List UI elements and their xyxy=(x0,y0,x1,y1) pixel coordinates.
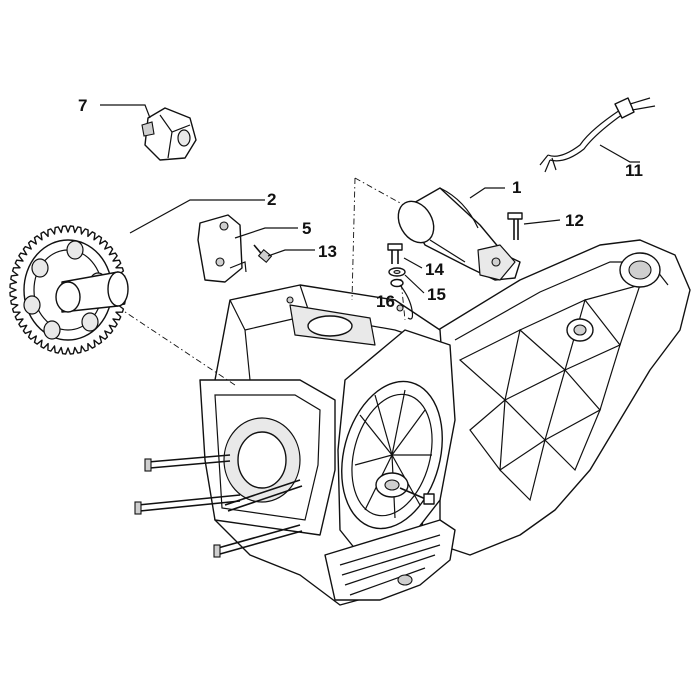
starter-gear xyxy=(9,225,129,355)
callout-7: 7 xyxy=(78,96,87,115)
callout-15: 15 xyxy=(427,285,446,304)
callout-12: 12 xyxy=(565,211,584,230)
case-ribbing xyxy=(458,284,641,502)
wire-harness xyxy=(539,97,656,173)
callout-2: 2 xyxy=(267,190,276,209)
stud-bolts xyxy=(134,454,303,558)
bolt-12 xyxy=(507,212,523,240)
bolt-14 xyxy=(387,243,403,264)
starter-motor xyxy=(397,187,521,281)
cable-16 xyxy=(390,278,414,320)
callout-leaders xyxy=(100,104,640,294)
callout-16: 16 xyxy=(376,292,395,311)
callout-1: 1 xyxy=(512,178,521,197)
callout-14: 14 xyxy=(425,260,444,279)
fan-spokes xyxy=(354,389,432,519)
screw-13 xyxy=(253,244,273,264)
crankcase-housing xyxy=(199,239,691,606)
washer-15 xyxy=(388,267,406,277)
bracket-part xyxy=(197,214,247,283)
callout-5: 5 xyxy=(302,219,311,238)
callout-11: 11 xyxy=(625,161,643,180)
callout-13: 13 xyxy=(318,242,337,261)
sensor-part xyxy=(141,107,197,161)
